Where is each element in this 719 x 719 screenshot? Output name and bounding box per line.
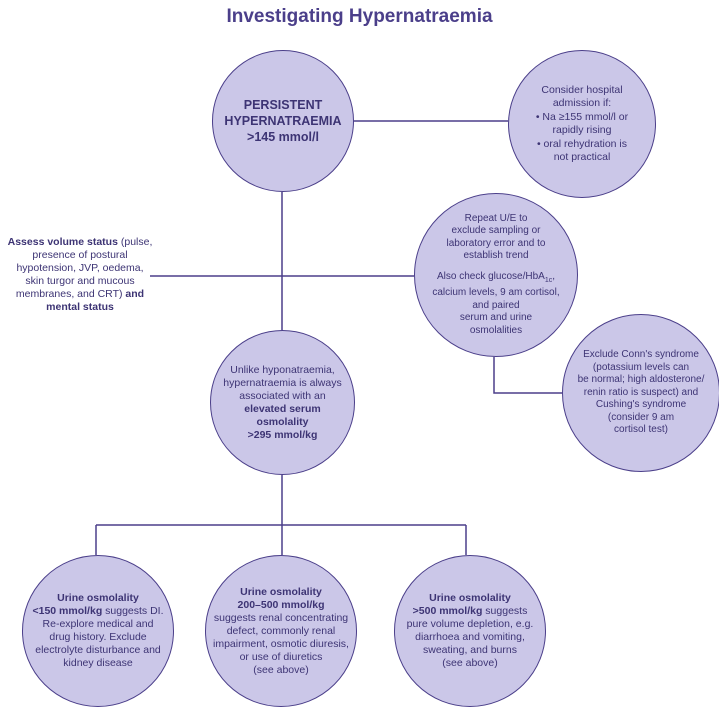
admission-line-4: rapidly rising xyxy=(552,124,612,136)
high-line-3: diarrhoea and vomiting, xyxy=(415,631,525,643)
serum-line-2: hypernatraemia is always xyxy=(223,376,342,389)
admission-line-2: admission if: xyxy=(552,97,612,109)
high-bold-1: Urine osmolality xyxy=(429,592,511,604)
mid-line-5: (see above) xyxy=(253,663,309,676)
low-line-5: kidney disease xyxy=(63,657,133,669)
mid-bold-2: 200–500 mmol/kg xyxy=(237,598,325,611)
volume-bold-1: Assess volume status xyxy=(7,236,118,248)
low-line-2: Re-explore medical and xyxy=(42,618,154,630)
low-line-4: electrolyte disturbance and xyxy=(35,644,161,656)
conn-line-5: Cushing's syndrome xyxy=(595,399,687,411)
repeat-line-5-pre: Also check glucose/HbA xyxy=(436,270,545,282)
persistent-hypernatraemia-node: PERSISTENT HYPERNATRAEMIA >145 mmol/l xyxy=(212,50,354,192)
repeat-line-1: Repeat U/E to xyxy=(464,212,528,224)
repeat-line-2: exclude sampling or xyxy=(451,225,541,237)
low-bold-1: Urine osmolality xyxy=(57,592,139,604)
admission-line-3: • Na ≥155 mmol/l or xyxy=(535,110,629,123)
repeat-line-3: laboratory error and to xyxy=(446,237,546,249)
admission-line-6: not practical xyxy=(553,151,611,163)
main-line-1: PERSISTENT xyxy=(243,98,323,112)
conn-line-7: cortisol test) xyxy=(614,424,668,436)
volume-line-5: membranes, and CRT) xyxy=(15,288,123,300)
volume-bold-2: and mental status xyxy=(46,288,145,313)
high-line-5: (see above) xyxy=(442,657,498,669)
connector-repeat-conn xyxy=(493,357,562,394)
repeat-ue-node: Repeat U/E to exclude sampling or labora… xyxy=(414,193,578,357)
repeat-line-5: Also check glucose/HbA1c, xyxy=(437,271,555,288)
conn-line-3: be normal; high aldosterone/ xyxy=(577,374,705,386)
repeat-line-5-post: , xyxy=(552,270,556,282)
volume-line-4: turgor and mucous xyxy=(47,275,135,287)
high-bold-2: >500 mmol/kg xyxy=(412,605,483,617)
urine-high-node: Urine osmolality >500 mmol/kg suggests p… xyxy=(394,555,546,707)
high-line-2: pure volume depletion, e.g. xyxy=(406,618,534,630)
repeat-line-9: osmolalities xyxy=(469,324,523,336)
repeat-line-4: establish trend xyxy=(463,250,529,262)
volume-line-2: postural hypotension, xyxy=(16,249,128,274)
repeat-line-7: and paired xyxy=(472,299,520,311)
low-line-1-post: suggests DI. xyxy=(102,605,164,617)
main-line-3: >145 mmol/l xyxy=(247,130,319,144)
admission-line-5: • oral rehydration is xyxy=(536,137,628,150)
mid-line-2: defect, commonly renal xyxy=(226,624,336,637)
serum-line-1: Unlike hyponatraemia, xyxy=(230,363,335,376)
mid-line-3: impairment, osmotic diuresis, xyxy=(213,637,349,650)
assess-volume-status-node: Assess volume status (pulse, presence of… xyxy=(6,236,154,314)
low-line-1: <150 mmol/kg suggests DI. xyxy=(32,605,163,618)
mid-bold-1: Urine osmolality xyxy=(240,585,322,598)
serum-line-3: associated with an xyxy=(239,389,326,402)
conn-line-6: (consider 9 am xyxy=(607,411,675,423)
repeat-line-6: calcium levels, 9 am cortisol, xyxy=(432,287,560,299)
repeat-line-5-sub: 1c xyxy=(544,276,553,284)
low-bold-2: <150 mmol/kg xyxy=(32,605,103,617)
main-line-2: HYPERNATRAEMIA xyxy=(224,114,342,128)
serum-osmolality-node: Unlike hyponatraemia, hypernatraemia is … xyxy=(210,330,355,475)
hospital-admission-node: Consider hospital admission if: • Na ≥15… xyxy=(508,50,656,198)
mid-line-4: or use of diuretics xyxy=(239,650,323,663)
low-line-3: drug history. Exclude xyxy=(49,631,147,643)
urine-low-node: Urine osmolality <150 mmol/kg suggests D… xyxy=(22,555,174,707)
exclude-conn-node: Exclude Conn's syndrome (potassium level… xyxy=(562,314,719,472)
page-title: Investigating Hypernatraemia xyxy=(226,6,493,27)
conn-line-4: renin ratio is suspect) and xyxy=(583,386,699,398)
mid-line-1: suggests renal concentrating xyxy=(213,611,349,624)
admission-line-1: Consider hospital xyxy=(541,83,623,96)
serum-bold-1: elevated serum xyxy=(244,402,321,415)
serum-bold-2: osmolality xyxy=(256,415,309,428)
high-line-1: >500 mmol/kg suggests xyxy=(413,605,528,618)
conn-line-2: (potassium levels can xyxy=(592,361,690,373)
urine-mid-node: Urine osmolality 200–500 mmol/kg suggest… xyxy=(205,555,357,707)
high-line-1-post: suggests xyxy=(482,605,528,617)
volume-line-3: JVP, oedema, skin xyxy=(25,262,144,287)
repeat-line-8: serum and urine xyxy=(459,312,533,324)
high-line-4: sweating, and burns xyxy=(423,644,517,656)
volume-line-1: (pulse, presence of xyxy=(32,236,153,261)
serum-bold-3: >295 mmol/kg xyxy=(247,428,318,441)
conn-line-1: Exclude Conn's syndrome xyxy=(583,349,699,361)
